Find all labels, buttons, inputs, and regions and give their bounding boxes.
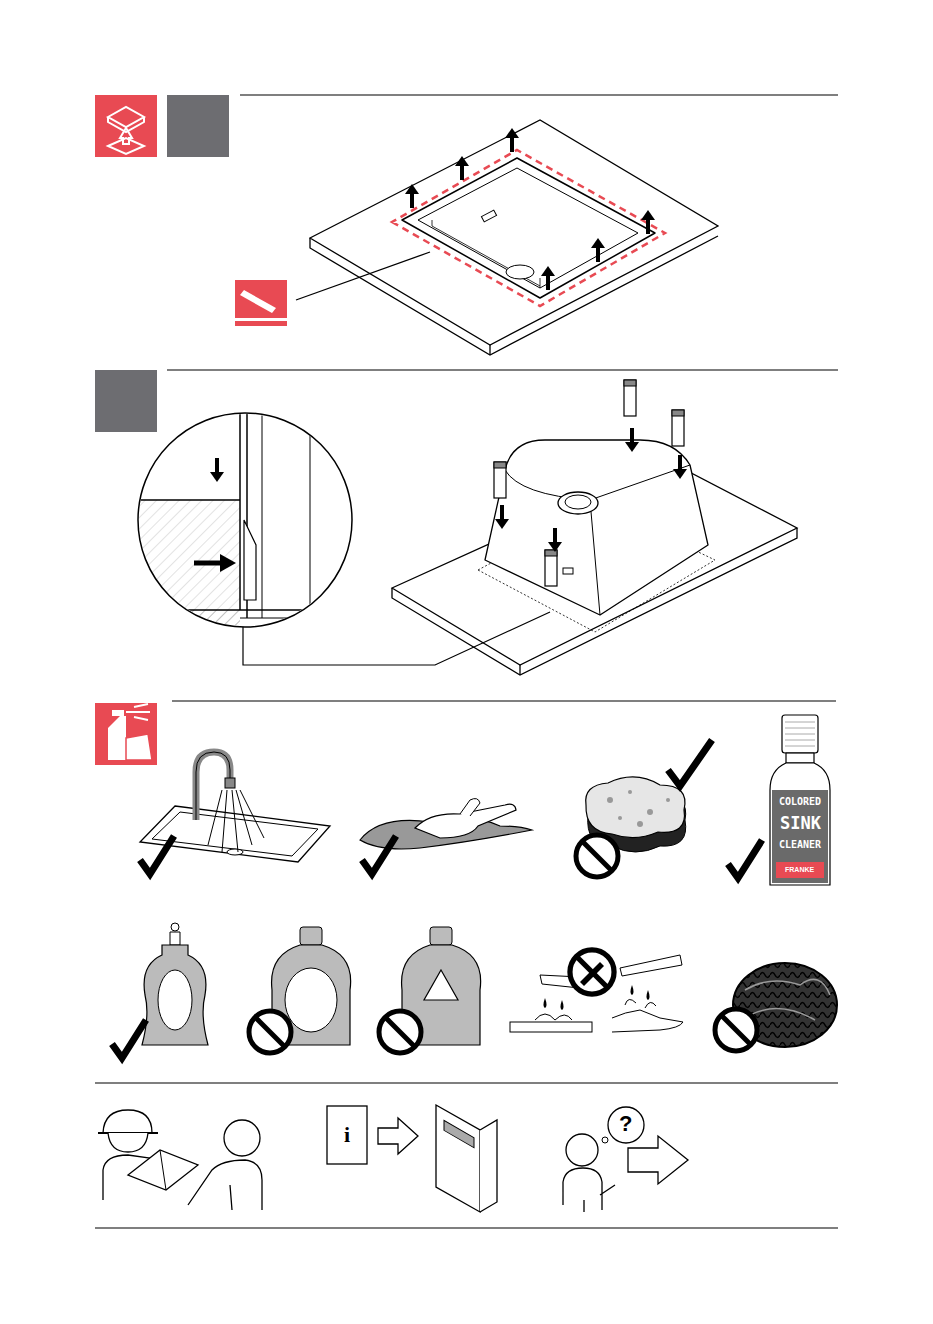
product-label-text: COLORED xyxy=(779,797,821,807)
product-label-text: CLEANER xyxy=(779,840,821,850)
brand-name: FRANKE xyxy=(785,866,814,873)
question-mark: ? xyxy=(619,1113,632,1135)
info-symbol: i xyxy=(344,1124,350,1146)
product-label-text: SINK xyxy=(780,815,821,832)
